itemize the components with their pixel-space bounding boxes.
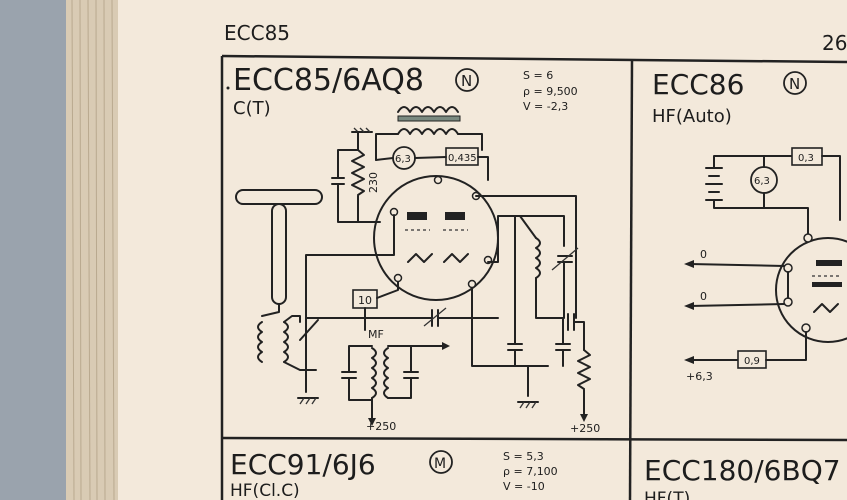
param-rho: ρ = 9,500 bbox=[523, 85, 578, 98]
tube-function: HF(Cl.C) bbox=[230, 481, 300, 500]
tube-function: C(T) bbox=[233, 98, 271, 119]
ecc85-schematic: 6,3 0,435 230 bbox=[235, 106, 600, 435]
tube-title: ECC91/6J6 bbox=[230, 448, 376, 481]
running-head: ECC85 bbox=[224, 21, 290, 45]
badge-circle bbox=[429, 450, 453, 474]
grid-resistor-label: 230 bbox=[367, 172, 380, 193]
tube-title: ECC85/6AQ8 bbox=[233, 63, 424, 98]
tube-function: HF(Auto) bbox=[652, 106, 732, 127]
page-edge-lines bbox=[71, 0, 115, 500]
heater-resistor-label: 0,435 bbox=[448, 153, 477, 164]
tube-title: ECC86 bbox=[652, 68, 744, 101]
ink-dot bbox=[226, 86, 230, 90]
heater-label: 6,3 bbox=[395, 154, 411, 165]
screen-box-label: 10 bbox=[358, 294, 372, 307]
badge-letter: N bbox=[789, 75, 800, 93]
badge-circle bbox=[455, 68, 479, 92]
badge-letter: M bbox=[434, 456, 446, 472]
badge-circle bbox=[783, 71, 807, 95]
param-v: V = -10 bbox=[503, 480, 545, 493]
heater-label: 6,3 bbox=[754, 176, 770, 187]
cell-ecc85: ECC85/6AQ8 N C(T) S = 6 ρ = 9,500 V = -2… bbox=[233, 63, 600, 435]
ecc86-schematic: 6,3 0,3 0 0 bbox=[684, 147, 847, 383]
table-grid bbox=[220, 54, 847, 500]
cell-ecc91: ECC91/6J6 M HF(Cl.C) S = 5,3 ρ = 7,100 V… bbox=[230, 448, 558, 500]
param-s: S = 5,3 bbox=[503, 450, 544, 463]
param-rho: ρ = 7,100 bbox=[503, 465, 558, 478]
cell-ecc180: ECC180/6BQ7 HF(T) bbox=[644, 454, 841, 500]
input-mid-label: 0 bbox=[700, 290, 707, 303]
page-number: 26 bbox=[822, 31, 847, 55]
cell-ecc86: ECC86 N HF(Auto) 6,3 0,3 bbox=[652, 68, 847, 383]
param-s: S = 6 bbox=[523, 69, 553, 82]
page-paper bbox=[118, 0, 847, 500]
param-v: V = -2,3 bbox=[523, 100, 568, 113]
input-top-label: 0 bbox=[700, 248, 707, 261]
if-label: MF bbox=[368, 328, 384, 341]
tube-title: ECC180/6BQ7 bbox=[644, 454, 841, 487]
badge-letter: N bbox=[461, 72, 472, 90]
supply-right-label: +250 bbox=[570, 422, 600, 435]
tube-function: HF(T) bbox=[644, 489, 690, 500]
heater-resistor-label: 0,3 bbox=[798, 153, 814, 164]
supply-label: +6,3 bbox=[686, 370, 713, 383]
supply-left-label: +250 bbox=[366, 420, 396, 433]
bottom-box-label: 0,9 bbox=[744, 356, 760, 367]
